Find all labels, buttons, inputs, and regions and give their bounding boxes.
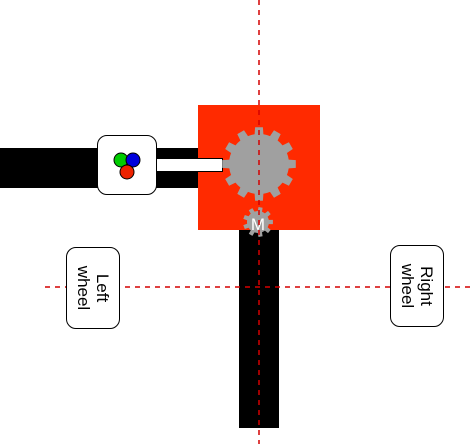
motor-label: M (251, 215, 265, 234)
rgb-color-sensor-icon (113, 152, 140, 179)
motor-gear-icon (243, 207, 273, 237)
left-wheel-label: Left wheel (66, 247, 120, 329)
right-wheel-text: Right wheel (398, 263, 436, 309)
left-wheel-text: Left wheel (74, 265, 112, 311)
right-wheel-label: Right wheel (390, 245, 444, 327)
color-sensor (97, 135, 157, 195)
